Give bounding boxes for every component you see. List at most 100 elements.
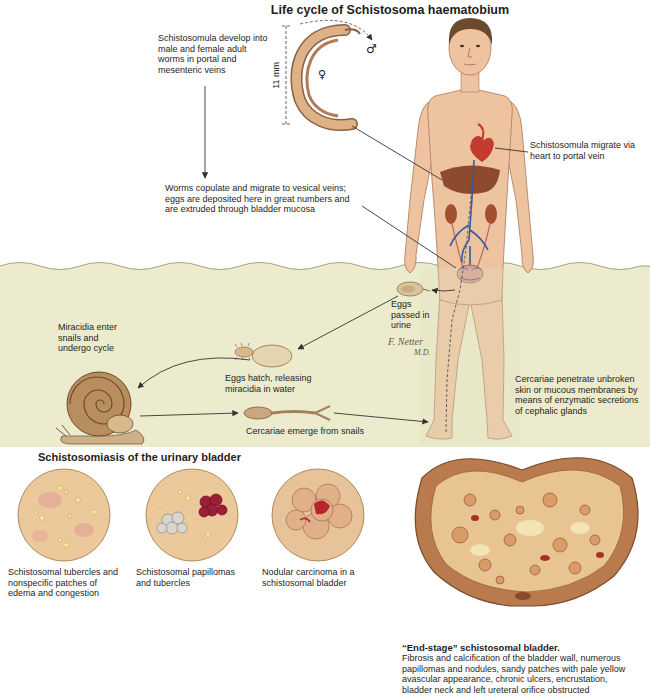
human-figure [440, 165, 500, 194]
bladder-papillomas [158, 490, 211, 540]
bladder-carcinoma [272, 469, 364, 561]
bladder-tubercles [74, 523, 94, 537]
bladder-papillomas [157, 523, 167, 533]
bladder-carcinoma [300, 518, 310, 522]
end-stage-bladder [570, 522, 590, 534]
hatching-egg [235, 343, 292, 367]
caption-body: Fibrosis and calcification of the bladde… [402, 653, 634, 695]
artist-signature: M.D. [414, 348, 430, 357]
bladder-papillomas [199, 507, 209, 517]
end-stage-bladder [452, 527, 468, 543]
diagram-title: Life cycle of Schistosoma haematobium [271, 3, 509, 18]
cycle-arrows [138, 86, 528, 432]
bladder-outline [415, 458, 638, 606]
stage-note: Schistosomula migrate via heart to porta… [530, 140, 642, 161]
water-band [0, 263, 650, 270]
hatching-egg [235, 343, 250, 360]
adult-worms [345, 29, 360, 34]
cercaria [272, 412, 315, 414]
end-stage-bladder [415, 458, 638, 606]
hatching-egg [235, 347, 253, 357]
bladder-tubercles [58, 538, 62, 542]
bladder-tubercles [34, 486, 97, 548]
cycle-arrows [298, 296, 398, 349]
end-stage-bladder [490, 510, 500, 520]
cercaria [244, 407, 272, 419]
stage-note: Cercariae penetrate unbroken skin or muc… [515, 374, 643, 416]
bladder-view: Schistosomal tubercles and nonspecific p… [8, 468, 120, 599]
cycle-arrows [138, 358, 250, 388]
snail [107, 415, 133, 433]
bladder-carcinoma [311, 499, 333, 521]
bladder-papillomas [186, 496, 191, 501]
bladder-papillomas [206, 532, 211, 537]
stage-note: Cercariae emerge from snails [246, 426, 364, 437]
human-figure [445, 204, 457, 224]
cercaria [315, 406, 330, 420]
hatching-egg [252, 345, 292, 367]
human-figure [485, 204, 497, 224]
stage-note: Schistosomula develop into male and fema… [158, 33, 268, 75]
circle-outline [262, 468, 374, 562]
caption-heading: “End-stage” schistosomal bladder. [402, 642, 634, 653]
end-stage-bladder [431, 470, 624, 592]
dimension-label: 11 mm [271, 62, 282, 89]
human-figure [464, 48, 476, 65]
end-stage-bladder [596, 552, 604, 558]
human-figure [460, 45, 464, 48]
bladder-carcinoma [286, 484, 352, 539]
adult-worms [296, 30, 352, 125]
end-stage-bladder [543, 493, 557, 507]
bladder-tubercles [92, 510, 97, 515]
adult-worms [282, 26, 290, 124]
female-symbol: ♀ [318, 68, 326, 81]
bladder-papillomas [199, 494, 227, 517]
end-stage-bladder [553, 538, 567, 552]
egg-in-urine [423, 289, 430, 291]
adult-worms [282, 20, 372, 125]
cycle-arrows [446, 164, 474, 432]
end-stage-bladder [515, 592, 531, 600]
bladder-tubercles [64, 543, 69, 548]
cycle-arrows [205, 86, 206, 178]
egg-in-urine [397, 282, 430, 296]
end-stage-bladder [540, 555, 550, 561]
view-caption: Nodular carcinoma in a schistosomal blad… [262, 567, 374, 588]
cycle-arrows [352, 126, 442, 180]
adult-worms [307, 40, 338, 116]
end-stage-bladder [496, 576, 504, 584]
water-band [0, 263, 650, 448]
snail [56, 372, 144, 444]
male-symbol: ♂ [366, 42, 377, 56]
end-stage-bladder [530, 565, 540, 575]
cycle-arrows [334, 413, 428, 422]
end-stage-bladder [471, 515, 479, 521]
bladder-papillomas [166, 522, 178, 534]
bladder-papillomas [146, 469, 238, 561]
stage-note: Eggs passed in urine [391, 299, 435, 331]
end-stage-bladder [470, 544, 490, 556]
bladder-papillomas [157, 512, 187, 534]
bladder-papillomas [217, 505, 227, 515]
cycle-arrows [140, 413, 238, 416]
stage-note: Eggs hatch, releasing miracidia in water [225, 373, 329, 394]
end-stage-bladder-view: “End-stage” schistosomal bladder.Fibrosi… [400, 440, 648, 697]
human-figure [450, 160, 488, 265]
bladder-tubercles [40, 516, 45, 521]
bladder-papillomas [198, 536, 202, 540]
artist-signature: F. Netter [388, 336, 423, 348]
bladder-tubercles [68, 514, 72, 518]
circle-outline [136, 468, 248, 562]
end-stage-bladder [415, 458, 638, 606]
bladder-carcinoma [314, 500, 330, 514]
stage-note: Miracidia enter snails and undergo cycle [58, 322, 134, 354]
end-stage-bladder [470, 520, 590, 556]
bladder-tubercles [18, 469, 110, 561]
end-stage-bladder [479, 559, 491, 571]
egg-in-urine [401, 286, 415, 293]
bladder-papillomas [178, 490, 182, 494]
bladder-tubercles [64, 490, 68, 494]
egg-in-urine [397, 282, 423, 296]
